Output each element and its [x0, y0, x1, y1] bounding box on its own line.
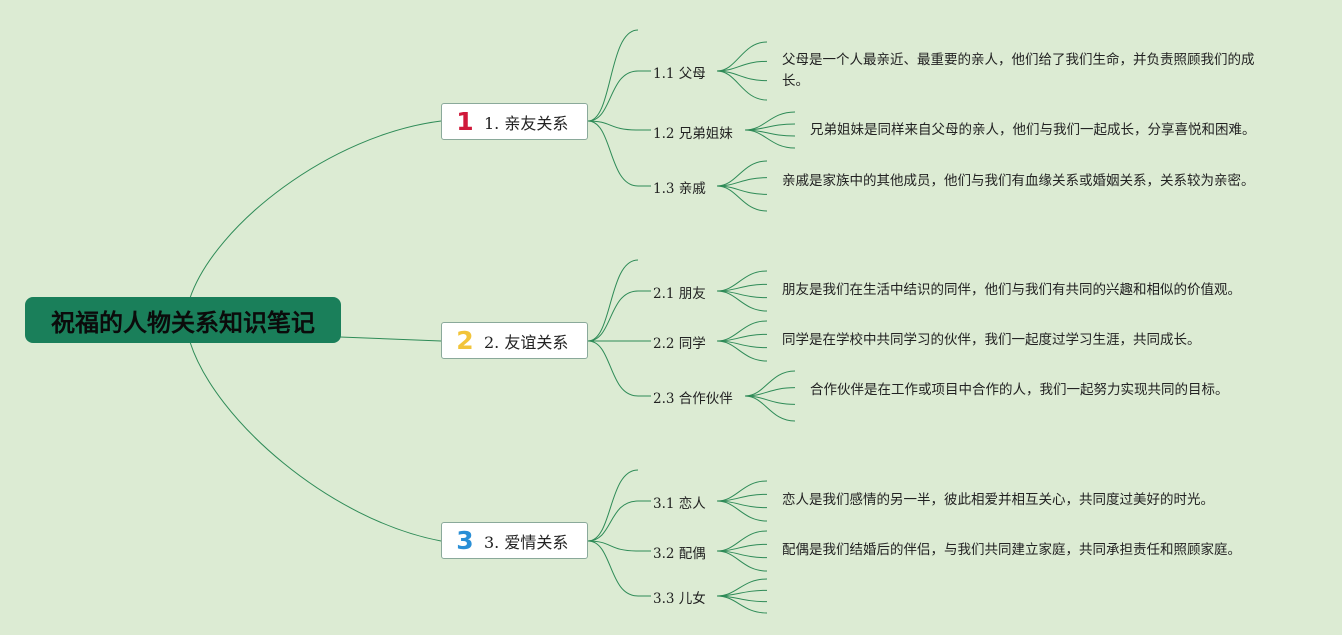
note-partners: 合作伙伴是在工作或项目中合作的人，我们一起努力实现共同的目标。: [810, 382, 1229, 398]
note-siblings: 兄弟姐妹是同样来自父母的亲人，他们与我们一起成长，分享喜悦和困难。: [810, 122, 1256, 138]
connector-note-2-3-0: [744, 370, 796, 397]
connector-note-3-1-3: [716, 500, 768, 522]
subtopic-siblings[interactable]: 1.2 兄弟姐妹: [653, 126, 733, 142]
connector-branch-3-3: [587, 540, 639, 597]
branch-label: 1. 亲友关系: [484, 113, 569, 133]
connector-branch-3-2: [587, 540, 639, 552]
branch-label: 3. 爱情关系: [484, 532, 569, 552]
note-classmates: 同学是在学校中共同学习的伙伴，我们一起度过学习生涯，共同成长。: [782, 332, 1201, 348]
connector-branch-1-2: [587, 120, 639, 131]
subtopic-spouse[interactable]: 3.2 配偶: [653, 546, 706, 562]
connector-note-3-3-3: [716, 595, 768, 614]
connector-note-2-2-3: [716, 340, 768, 362]
connector-branch-1-3: [587, 120, 639, 187]
connector-note-3-3-0: [716, 578, 768, 597]
subtopic-lover[interactable]: 3.1 恋人: [653, 496, 706, 512]
branch-topic-friendship[interactable]: 2 2. 友谊关系: [441, 322, 588, 359]
root-title: 祝福的人物关系知识笔记: [51, 307, 315, 337]
connector-note-1-2-3: [744, 129, 796, 149]
connector-note-1-3-3: [716, 185, 768, 212]
connector-branch-3-0: [587, 469, 639, 542]
branch-topic-family[interactable]: 1 1. 亲友关系: [441, 103, 588, 140]
connector-note-2-2-0: [716, 320, 768, 342]
connector-note-2-1-0: [716, 270, 768, 292]
connector-note-3-2-0: [716, 530, 768, 552]
connector-note-2-3-3: [744, 395, 796, 422]
note-parents: 父母是一个人最亲近、最重要的亲人，他们给了我们生命，并负责照顾我们的成长。: [782, 52, 1255, 89]
number-one-icon: 1: [456, 107, 474, 136]
connector-note-1-3-0: [716, 160, 768, 187]
connector-note-1-1-0: [716, 41, 768, 72]
subtopic-partners[interactable]: 2.3 合作伙伴: [653, 391, 733, 407]
note-relatives: 亲戚是家族中的其他成员，他们与我们有血缘关系或婚姻关系，关系较为亲密。: [782, 173, 1255, 189]
subtopic-friends[interactable]: 2.1 朋友: [653, 286, 706, 302]
connector-branch-2-1: [587, 290, 639, 342]
connector-note-1-2-0: [744, 111, 796, 131]
subtopic-parents[interactable]: 1.1 父母: [653, 66, 706, 82]
connector-note-1-1-1: [716, 60, 768, 72]
branch-label: 2. 友谊关系: [484, 332, 569, 352]
connector-branch-1-1: [587, 70, 639, 122]
subtopic-classmates[interactable]: 2.2 同学: [653, 336, 706, 352]
connector-root-branch-3: [189, 341, 442, 542]
connector-branch-2-3: [587, 340, 639, 397]
branch-topic-love[interactable]: 3 3. 爱情关系: [441, 522, 588, 559]
connector-note-2-1-3: [716, 290, 768, 312]
subtopic-children[interactable]: 3.3 儿女: [653, 591, 706, 607]
number-three-icon: 3: [456, 526, 474, 555]
connector-branch-3-1: [587, 500, 639, 542]
connector-note-3-3-1: [716, 589, 768, 597]
subtopic-relatives[interactable]: 1.3 亲戚: [653, 181, 706, 197]
connector-root-branch-2: [339, 336, 442, 342]
number-two-icon: 2: [456, 326, 474, 355]
connector-note-3-1-0: [716, 480, 768, 502]
note-spouse: 配偶是我们结婚后的伴侣，与我们共同建立家庭，共同承担责任和照顾家庭。: [782, 542, 1241, 558]
note-friends: 朋友是我们在生活中结识的同伴，他们与我们有共同的兴趣和相似的价值观。: [782, 282, 1241, 298]
note-lover: 恋人是我们感情的另一半，彼此相爱并相互关心，共同度过美好的时光。: [782, 492, 1214, 508]
connector-root-branch-1: [189, 120, 442, 299]
connector-note-1-1-3: [716, 70, 768, 101]
connector-branch-1-0: [587, 29, 639, 122]
connector-note-3-2-3: [716, 550, 768, 572]
root-topic[interactable]: 祝福的人物关系知识笔记: [25, 297, 341, 343]
connector-branch-2-0: [587, 259, 639, 342]
